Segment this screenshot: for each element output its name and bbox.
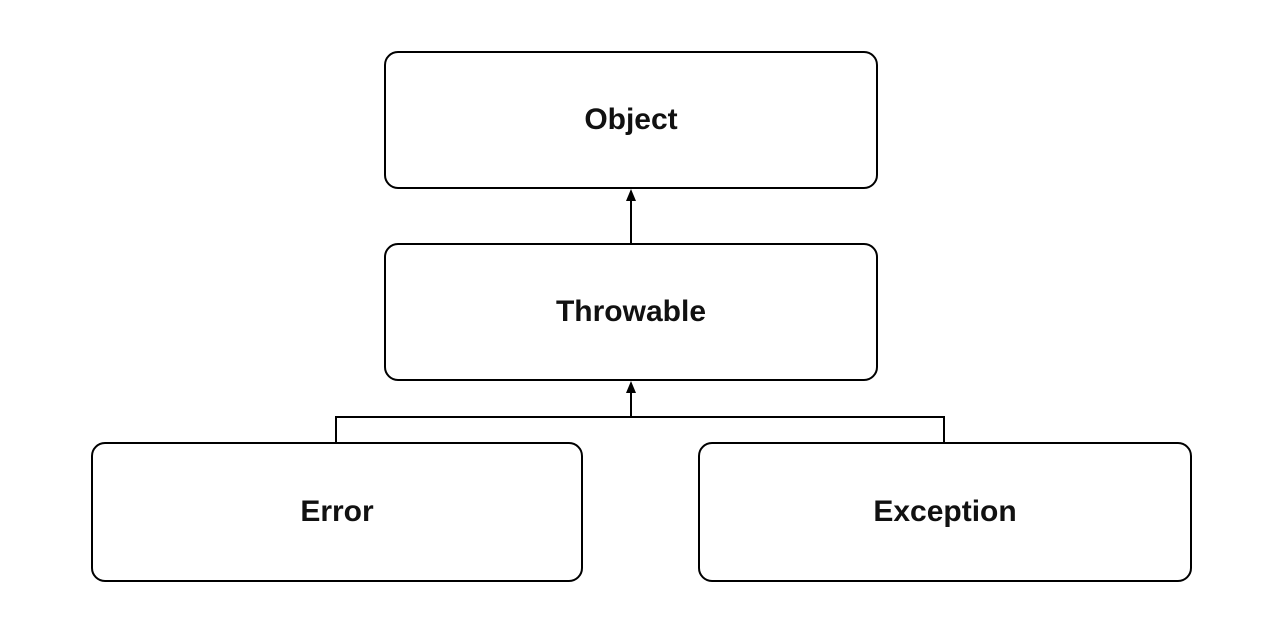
- node-label: Object: [584, 103, 678, 136]
- node-label: Error: [300, 495, 374, 528]
- edge-shared-trunk: [626, 381, 636, 417]
- node-object: Object: [384, 51, 878, 189]
- edge-throwable-to-object: [626, 189, 636, 243]
- edge-error-to-throwable: [335, 416, 631, 442]
- arrowhead-icon: [626, 189, 636, 201]
- node-throwable: Throwable: [384, 243, 878, 381]
- edge-exception-to-throwable: [631, 416, 945, 442]
- node-label: Throwable: [555, 295, 706, 328]
- node-error: Error: [91, 442, 583, 582]
- arrowhead-icon: [626, 381, 636, 393]
- node-exception: Exception: [698, 442, 1192, 582]
- node-label: Exception: [873, 495, 1017, 528]
